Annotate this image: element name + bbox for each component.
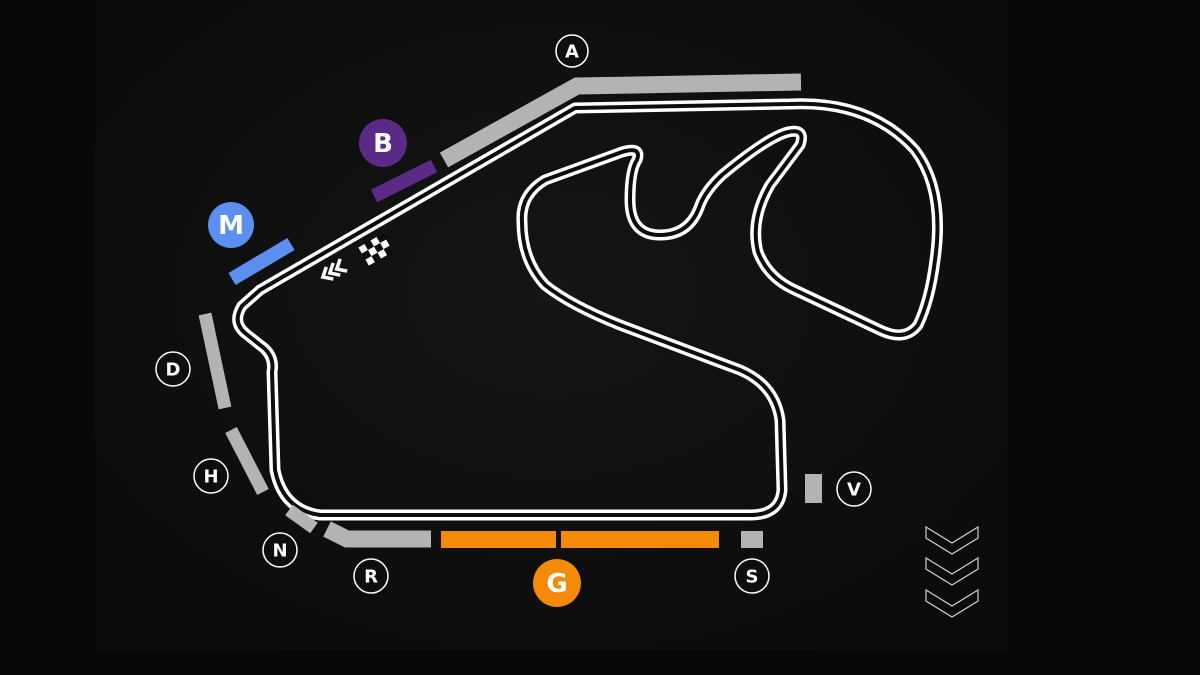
stand-A[interactable] <box>439 73 802 168</box>
svg-text:R: R <box>364 567 378 588</box>
label-M[interactable]: M <box>208 202 254 248</box>
stand-B[interactable] <box>370 159 438 203</box>
stand-G-left[interactable] <box>441 531 556 548</box>
svg-text:V: V <box>847 480 861 501</box>
svg-text:A: A <box>565 42 579 63</box>
stand-N[interactable] <box>285 504 318 534</box>
label-V[interactable]: V <box>836 471 872 507</box>
triple-chevron-down-icon[interactable] <box>925 525 979 618</box>
label-H[interactable]: H <box>193 458 229 494</box>
stand-R[interactable] <box>323 521 431 548</box>
svg-text:S: S <box>746 567 759 588</box>
triple-chevron-left-icon <box>320 258 348 281</box>
checkered-flag-icon <box>358 233 394 267</box>
race-track <box>232 98 943 521</box>
svg-text:B: B <box>373 129 393 159</box>
stand-D[interactable] <box>198 312 232 410</box>
svg-text:M: M <box>218 211 244 241</box>
svg-text:D: D <box>166 360 181 381</box>
stand-V[interactable] <box>805 474 822 503</box>
label-D[interactable]: D <box>155 351 191 387</box>
svg-text:H: H <box>203 467 218 488</box>
stand-G-right[interactable] <box>561 531 719 548</box>
label-A[interactable]: A <box>555 34 589 68</box>
stand-S[interactable] <box>741 531 763 548</box>
label-N[interactable]: N <box>262 532 298 568</box>
label-R[interactable]: R <box>353 558 389 594</box>
label-S[interactable]: S <box>734 558 770 594</box>
svg-text:N: N <box>272 541 287 562</box>
label-G[interactable]: G <box>533 559 581 607</box>
label-B[interactable]: B <box>359 119 407 167</box>
stand-M[interactable] <box>228 237 295 286</box>
svg-text:G: G <box>546 569 567 599</box>
stand-H[interactable] <box>225 427 269 495</box>
